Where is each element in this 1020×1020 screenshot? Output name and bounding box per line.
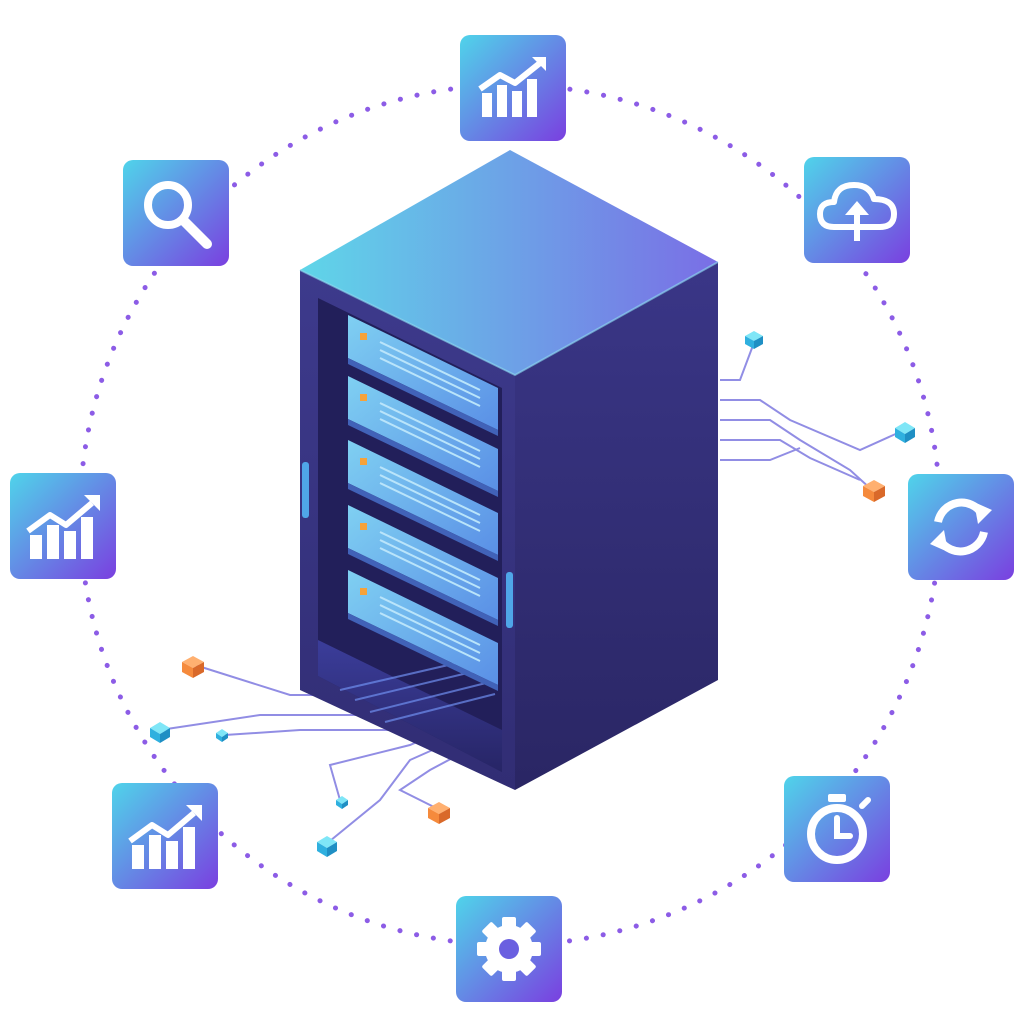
drive-unit xyxy=(348,570,498,691)
sync-icon xyxy=(908,474,1014,580)
node-cube xyxy=(317,836,337,857)
cloud-upload-icon xyxy=(804,157,910,263)
search-icon xyxy=(123,160,229,266)
node-cube xyxy=(216,729,228,742)
circuit-wires-right xyxy=(720,339,901,491)
drive-units xyxy=(348,315,498,691)
drive-unit xyxy=(348,440,498,561)
node-cube xyxy=(336,796,348,809)
circuit-nodes xyxy=(150,331,915,857)
node-cube xyxy=(150,722,170,743)
drive-unit xyxy=(348,315,498,436)
node-cube xyxy=(428,802,450,824)
drive-unit xyxy=(348,505,498,626)
stopwatch-icon xyxy=(784,776,890,882)
bar-chart-icon xyxy=(460,35,566,141)
node-cube xyxy=(895,422,915,443)
node-cube xyxy=(745,331,763,349)
drive-unit xyxy=(348,376,498,497)
node-cube xyxy=(863,480,885,502)
gear-icon xyxy=(456,896,562,1002)
trend-chart-icon xyxy=(112,783,218,889)
node-cube xyxy=(182,656,204,678)
trend-chart-icon xyxy=(10,473,116,579)
